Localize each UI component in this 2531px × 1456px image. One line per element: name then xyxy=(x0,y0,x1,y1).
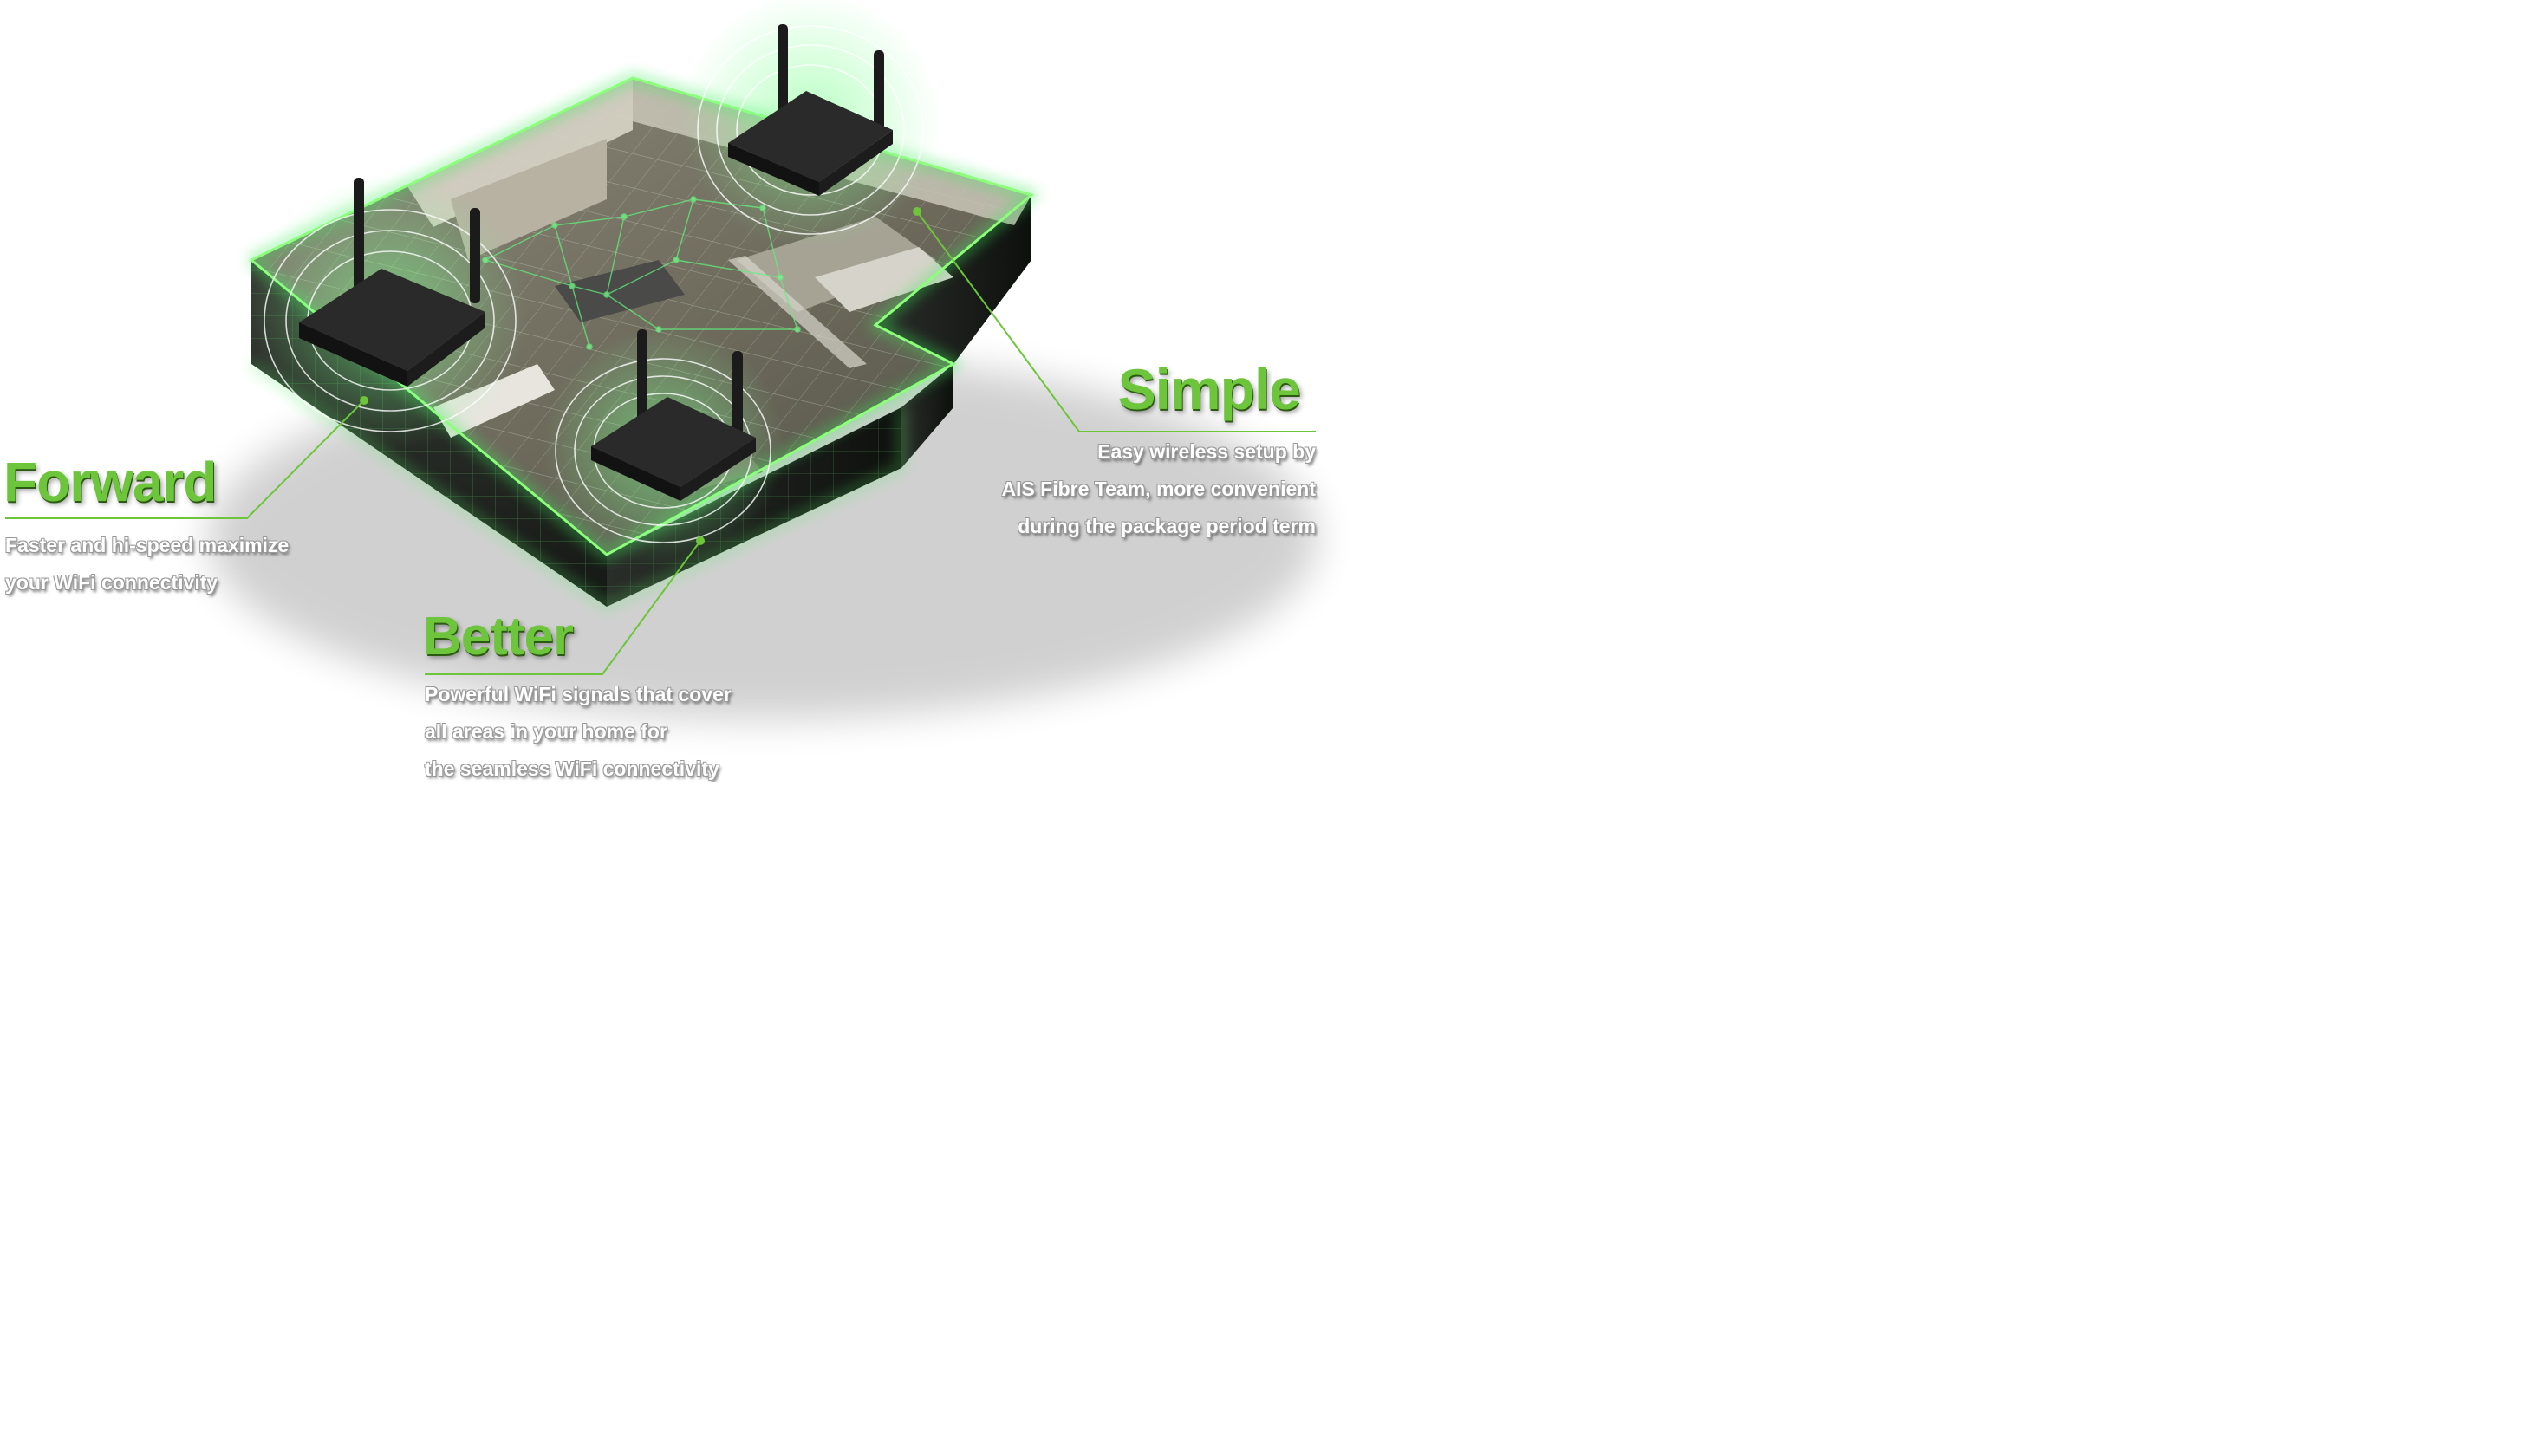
right-wall xyxy=(875,195,1031,364)
simple-line: during the package period term xyxy=(1018,515,1316,537)
right-notch-wall xyxy=(901,364,953,468)
router-center xyxy=(591,329,756,501)
better-line: the seamless WiFi connectivity xyxy=(425,757,719,780)
forward-title: Forward xyxy=(3,451,217,513)
sofa xyxy=(555,260,685,322)
better-title: Better xyxy=(423,607,574,666)
simple-line: Easy wireless setup by xyxy=(1097,440,1316,463)
callout-lines xyxy=(5,211,1316,675)
signal-rings xyxy=(264,25,924,543)
partition xyxy=(728,256,867,368)
simple-title: Simple xyxy=(1117,357,1301,421)
router-left xyxy=(299,178,485,387)
bed xyxy=(815,247,953,312)
simple-line: AIS Fibre Team, more convenient xyxy=(1001,478,1316,500)
better-line: all areas in your home for xyxy=(425,720,667,743)
forward-line: Faster and hi-speed maximize xyxy=(5,534,290,556)
house-illustration xyxy=(5,0,1318,719)
router-top xyxy=(728,24,893,196)
better-description: Powerful WiFi signals that cover all are… xyxy=(425,676,732,782)
bedroom-block xyxy=(737,217,936,312)
hero-illustration: Forward Faster and hi-speed maximize you… xyxy=(0,0,1352,782)
forward-line: your WiFi connectivity xyxy=(5,571,218,594)
forward-description: Faster and hi-speed maximize your WiFi c… xyxy=(5,527,289,601)
simple-description: Easy wireless setup by AIS Fibre Team, m… xyxy=(1001,433,1316,545)
back-wall-left xyxy=(407,78,633,227)
better-line: Powerful WiFi signals that cover xyxy=(425,683,732,705)
